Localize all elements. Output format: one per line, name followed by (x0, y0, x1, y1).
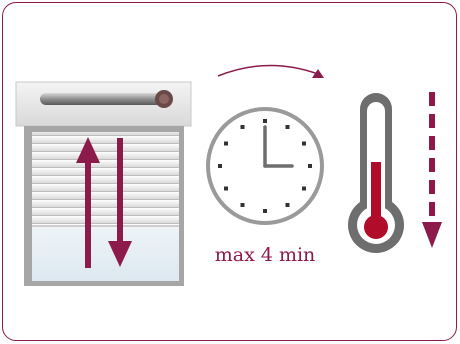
curved-arrow-icon (218, 65, 324, 78)
shutter-slats (32, 132, 179, 226)
clock-icon (208, 109, 322, 223)
dashed-arrow-down-icon (422, 92, 442, 248)
clock-tick (308, 164, 312, 168)
clock-tick (224, 142, 228, 146)
clock-tick (302, 187, 306, 191)
clock-tick (218, 164, 222, 168)
window-glass (32, 226, 179, 281)
clock-tick (302, 142, 306, 146)
clock-tick (263, 209, 267, 213)
clock-tick (224, 187, 228, 191)
clock-tick (263, 119, 267, 123)
clock-tick (286, 203, 290, 207)
thermometer-icon (348, 93, 404, 253)
roller-shutter-icon (16, 82, 191, 286)
clock-tick (241, 203, 245, 207)
time-limit-label: max 4 min (200, 244, 330, 266)
clock-tick (286, 125, 290, 129)
clock-tick (241, 125, 245, 129)
